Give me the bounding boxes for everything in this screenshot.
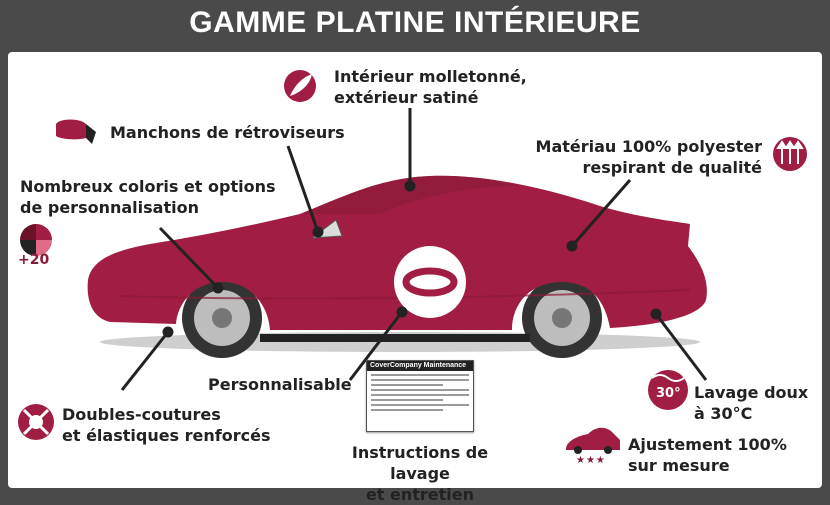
label-seams-line-2: et élastiques renforcés	[62, 426, 271, 445]
label-polyester: Matériau 100% polyester respirant de qua…	[520, 136, 762, 178]
label-colors-line-2: de personnalisation	[20, 198, 199, 217]
feather-icon	[284, 70, 316, 102]
label-wash-line-2: à 30°C	[694, 404, 753, 423]
label-wash: Lavage doux à 30°C	[694, 382, 808, 424]
label-wash-line-1: Lavage doux	[694, 383, 809, 402]
fit-stars: ★★★	[576, 455, 606, 466]
leader-lines	[120, 108, 708, 391]
mirror-icon	[56, 119, 96, 144]
roof-shading	[300, 175, 520, 214]
label-colors: Nombreux coloris et options de personnal…	[20, 176, 276, 218]
label-mirrors: Manchons de rétroviseurs	[110, 123, 345, 142]
label-wash-instructions-line-2: et entretien	[365, 485, 475, 504]
seam-icon	[18, 404, 54, 440]
car-illustration	[18, 70, 807, 454]
label-colors-line-1: Nombreux coloris et options	[20, 177, 276, 196]
front-wheel	[522, 278, 602, 358]
label-fit-line-2: sur mesure	[628, 456, 730, 475]
label-seams-line-1: Doubles-coutures	[62, 405, 221, 424]
label-fit: Ajustement 100% sur mesure	[628, 434, 787, 476]
label-fit-line-1: Ajustement 100%	[628, 435, 787, 454]
care-label-header: CoverCompany Maintenance	[367, 361, 473, 371]
label-wash-instructions: Instructions de lavage et entretien	[320, 442, 520, 505]
plus-colors-badge: +20	[18, 252, 50, 268]
label-interior-line-2: extérieur satiné	[334, 88, 479, 107]
label-polyester-line-1: Matériau 100% polyester	[535, 137, 762, 156]
rocker-panel	[260, 334, 530, 342]
care-label-image: CoverCompany Maintenance	[366, 360, 474, 432]
label-wash-instructions-line-1: Instructions de lavage	[351, 443, 489, 483]
temperature-badge: 30°	[656, 386, 681, 401]
page-title: GAMME PLATINE INTÉRIEURE	[189, 6, 641, 39]
logo-ring	[402, 267, 458, 297]
infographic: GAMME PLATINE INTÉRIEURE	[8, 6, 822, 504]
label-personal: Personnalisable	[208, 375, 352, 394]
color-wheel-icon	[20, 224, 52, 256]
label-interior: Intérieur molletonné, extérieur satiné	[334, 66, 527, 108]
car-fit-icon	[566, 427, 620, 454]
label-seams: Doubles-coutures et élastiques renforcés	[62, 404, 270, 446]
label-polyester-line-2: respirant de qualité	[582, 158, 762, 177]
breathable-arrows-icon	[773, 137, 807, 171]
car-cover	[87, 175, 707, 330]
label-interior-line-1: Intérieur molletonné,	[334, 67, 527, 86]
wash-icon	[648, 370, 688, 410]
body-crease	[119, 289, 691, 300]
logo-emblem	[394, 246, 466, 318]
